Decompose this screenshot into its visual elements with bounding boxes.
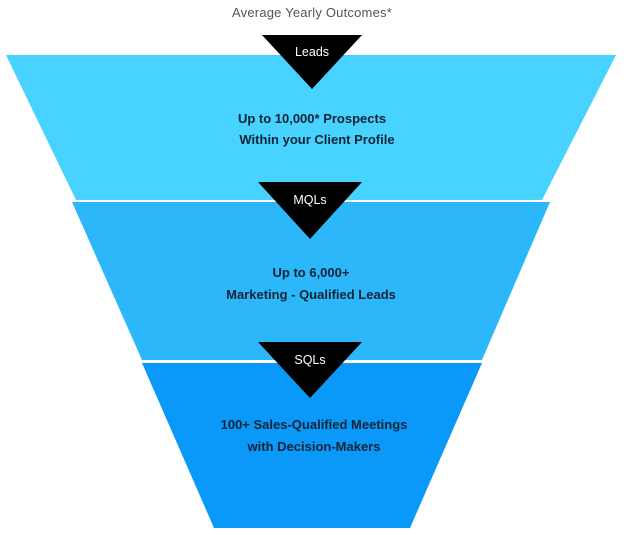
badge-mqls: MQLs bbox=[258, 182, 362, 239]
tier-sqls-line-2: with Decision-Makers bbox=[247, 439, 381, 454]
funnel-tier-sqls-shape bbox=[142, 363, 482, 528]
badge-sqls-triangle bbox=[258, 342, 362, 398]
funnel-tier-mqls-shape bbox=[72, 202, 550, 360]
badge-leads-triangle bbox=[262, 35, 362, 89]
funnel-tier-mqls: Up to 6,000+ Marketing - Qualified Leads bbox=[72, 202, 550, 360]
tier-mqls-line-2: Marketing - Qualified Leads bbox=[226, 287, 396, 302]
badge-sqls-label: SQLs bbox=[294, 353, 325, 367]
badge-leads-label: Leads bbox=[295, 45, 329, 59]
funnel-tier-leads: Up to 10,000* Prospects Within your Clie… bbox=[6, 55, 616, 200]
badge-leads: Leads bbox=[262, 35, 362, 89]
funnel-tier-sqls: 100+ Sales-Qualified Meetings with Decis… bbox=[142, 363, 482, 528]
badge-sqls: SQLs bbox=[258, 342, 362, 398]
funnel-tier-leads-shape bbox=[6, 55, 616, 200]
page-title: Average Yearly Outcomes* bbox=[232, 5, 392, 20]
tier-leads-line-1: Up to 10,000* Prospects bbox=[238, 111, 386, 126]
tier-leads-line-2: Within your Client Profile bbox=[239, 132, 394, 147]
badge-mqls-triangle bbox=[258, 182, 362, 239]
badge-mqls-label: MQLs bbox=[293, 193, 326, 207]
tier-sqls-line-1: 100+ Sales-Qualified Meetings bbox=[221, 417, 408, 432]
tier-mqls-line-1: Up to 6,000+ bbox=[273, 265, 350, 280]
